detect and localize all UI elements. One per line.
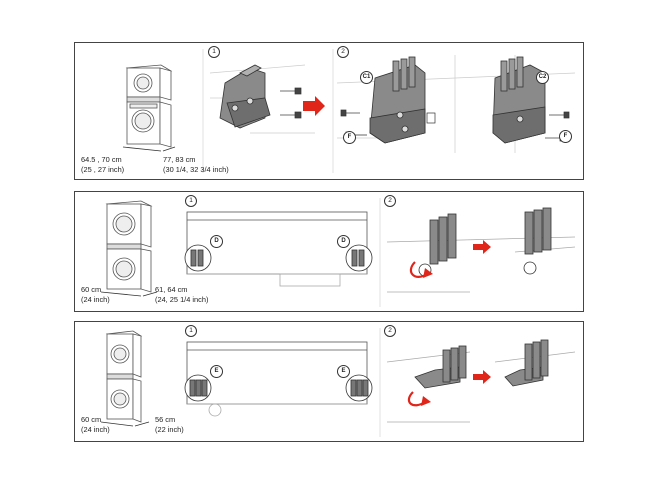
panel-medium-kit: 60 cm (24 inch) 61, 64 cm (24, 25 1/4 in…	[74, 191, 584, 312]
step-2-marker: 2	[337, 46, 349, 58]
tag-e-left: E	[210, 365, 223, 378]
dimension-depth-inch: (30 1/4, 32 3/4 inch)	[163, 165, 229, 174]
tag-d-right: D	[337, 235, 350, 248]
bracket-install-illustration	[414, 345, 467, 389]
bracket-c1-illustration	[369, 56, 426, 144]
bracket-install-illustration	[418, 213, 457, 277]
dimension-depth: 77, 83 cm	[163, 155, 196, 164]
step-2-marker: 2	[384, 325, 396, 337]
dimension-depth: 61, 64 cm	[155, 285, 188, 294]
stacked-appliances-illustration	[100, 330, 150, 427]
dimension-depth: 56 cm	[155, 415, 176, 424]
tag-f-left: F	[343, 131, 356, 144]
dimension-depth-inch: (24, 25 1/4 inch)	[155, 295, 209, 304]
step-1-marker: 1	[185, 195, 197, 207]
dimension-width-inch: (24 inch)	[81, 425, 110, 434]
dimension-depth-inch: (22 inch)	[155, 425, 184, 434]
panel-1-illustration	[122, 49, 576, 173]
panel-wide-kit: 64.5 , 70 cm (25 , 27 inch) 77, 83 cm (3…	[74, 42, 584, 180]
direction-arrow	[473, 370, 491, 384]
tag-c1: C1	[360, 71, 373, 84]
stacked-appliances-illustration	[100, 200, 158, 297]
stacked-appliances-illustration	[122, 64, 176, 152]
tag-d-left: D	[210, 235, 223, 248]
step-2-marker: 2	[384, 195, 396, 207]
dimension-width: 60 cm	[81, 285, 102, 294]
bracket-right-detail	[345, 244, 373, 272]
tag-f-right: F	[559, 130, 572, 143]
dimension-width-inch: (24 inch)	[81, 295, 110, 304]
bracket-side-illustration	[219, 64, 271, 129]
screw-illustration	[280, 87, 302, 119]
panel-2-illustration	[100, 198, 576, 307]
tag-e-right: E	[337, 365, 350, 378]
step-1-marker: 1	[208, 46, 220, 58]
step-1-marker: 1	[185, 325, 197, 337]
bracket-left-detail	[184, 374, 212, 402]
appliance-top-illustration	[186, 211, 368, 287]
appliance-top-illustration	[186, 341, 368, 417]
panel-narrow-kit: 60 cm (24 inch) 56 cm (22 inch) 1 2 E E	[74, 321, 584, 442]
direction-arrow	[303, 96, 325, 116]
tag-c2: C2	[536, 71, 549, 84]
dimension-width: 64.5 , 70 cm	[81, 155, 122, 164]
bracket-installed-illustration	[504, 339, 549, 387]
bracket-c2-illustration	[492, 56, 546, 144]
dimension-width: 60 cm	[81, 415, 102, 424]
bracket-installed-illustration	[523, 207, 552, 275]
bracket-right-detail	[345, 374, 373, 402]
direction-arrow	[473, 240, 491, 254]
panel-3-illustration	[100, 328, 576, 437]
dimension-width-inch: (25 , 27 inch)	[81, 165, 125, 174]
bracket-left-detail	[184, 244, 212, 272]
